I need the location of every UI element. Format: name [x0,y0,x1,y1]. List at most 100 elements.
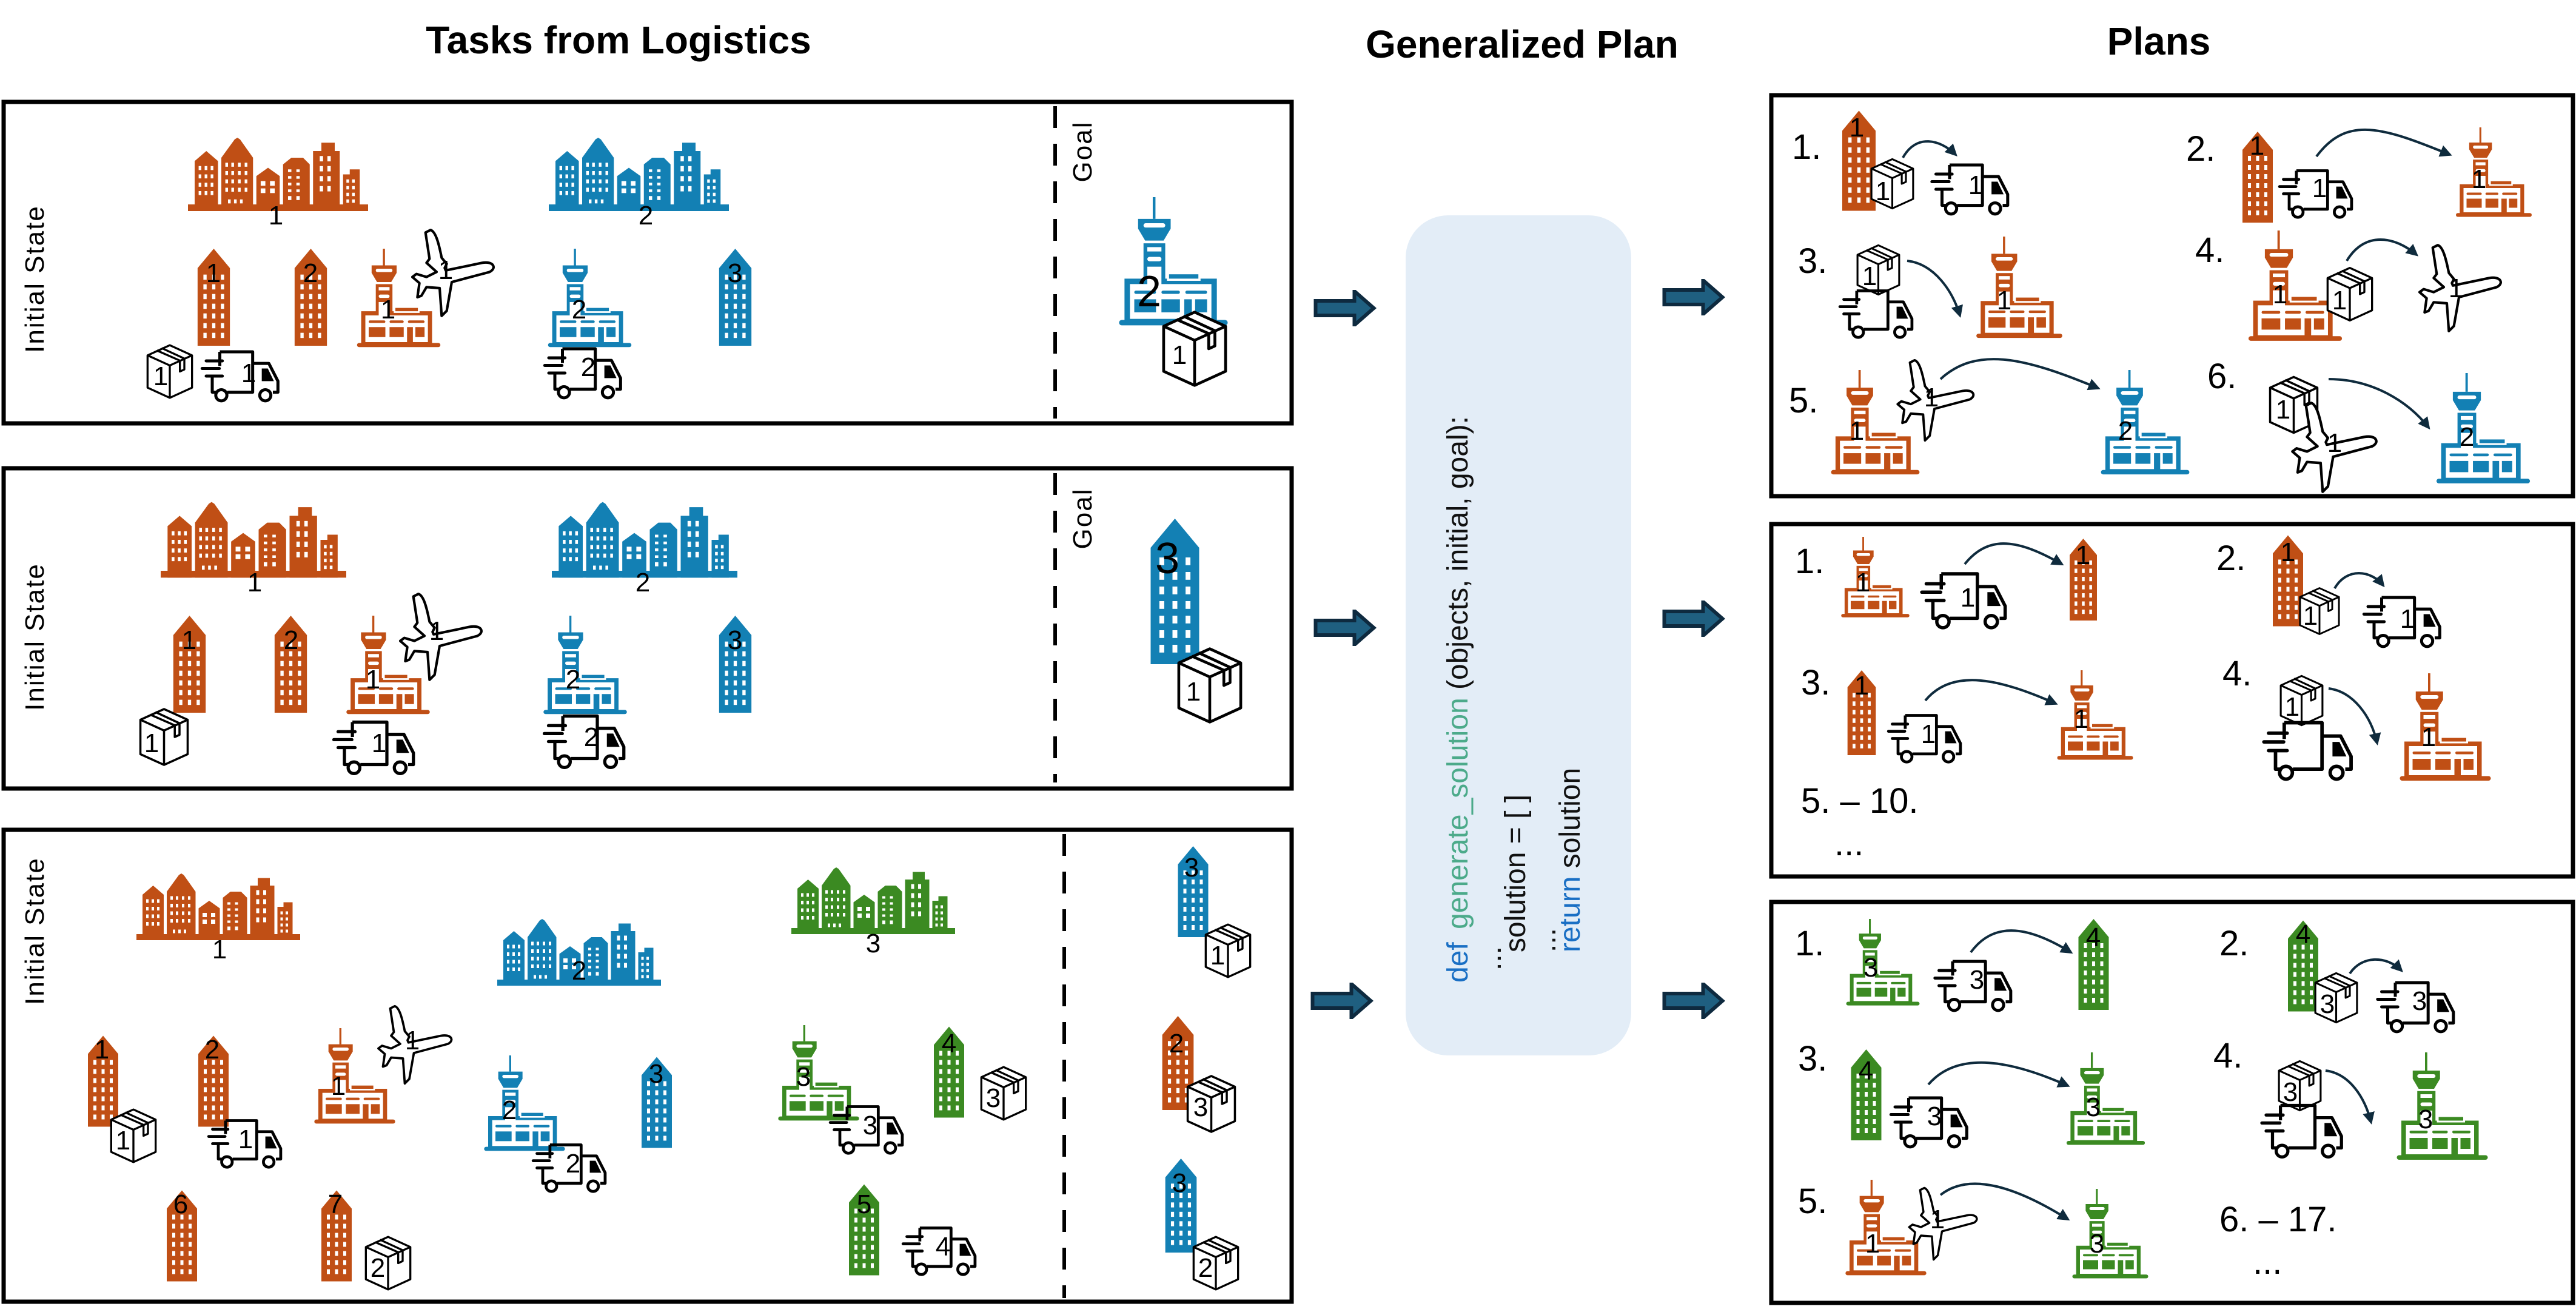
goal-package-label: 2 [1198,1253,1213,1283]
step-number: 2. [2186,129,2215,169]
airplane-label: 1 [429,616,444,646]
step-number: 3. [1801,663,1830,702]
step-number: 1. [1795,924,1824,963]
location-label: 2 [284,625,298,655]
plan-step: 1. 1 1 1 [1792,110,2008,214]
arrow-right-icon [1313,984,1371,1018]
truck-label: 3 [863,1111,877,1140]
package-label: 1 [1876,177,1890,206]
plan-panel-2: 1. 1 1 1 2. 1 1 1 3. 1 1 [1769,522,2575,879]
arrow-right-icon [1316,611,1374,645]
plan-step: 3. 1 1 1 [1801,663,2133,762]
heading-generalized-plan: Generalized Plan [1366,22,1679,66]
airport-label: 2 [566,665,580,695]
plan-step: 1. 3 3 4 [1795,919,2109,1011]
goal-package-label: 1 [1186,677,1201,707]
task-panel-2: Initial State Goal 1 2 1 2 1 1 2 3 1 1 2… [1,466,1294,791]
location-label: 5 [857,1189,871,1219]
truck-label: 1 [2312,173,2327,203]
location-label: 4 [942,1029,956,1058]
task-panel-1: Initial State Goal 1 2 1 2 1 1 2 3 1 1 2… [1,99,1294,426]
heading-tasks-from-logistics: Tasks from Logistics [426,18,811,62]
package-label: 2 [371,1253,385,1283]
airport-label: 3 [1863,953,1878,983]
goal-package-label: 3 [1193,1092,1208,1122]
plan-step: 3. 1 1 [1798,237,2062,338]
location-label: 3 [728,625,742,655]
goal-package-label: 1 [1172,340,1187,370]
city-label: 1 [269,201,283,230]
truck-label: 3 [1927,1102,1942,1131]
plan-panel-3: 1. 3 3 4 2. 4 3 3 3. 4 3 [1769,900,2575,1305]
goal-location-label: 3 [1184,853,1199,883]
action-arrow [2349,958,2403,975]
truck-label: 1 [1921,719,1936,749]
location-label: 1 [182,625,196,655]
plan-step: 4. 3 3 [2213,1036,2488,1160]
plan-step: 5. 1 1 2 [1789,358,2190,475]
airport-label: 1 [1865,1229,1880,1259]
arrow-right-icon [1665,984,1723,1018]
airport-label: 1 [381,295,395,325]
action-arrow [2346,238,2419,262]
airport-label: 1 [366,665,380,695]
action-arrow [1939,358,2101,391]
step-number: 2. [2219,924,2249,963]
code-line-3: solution = [ ] [1500,795,1532,952]
city-label: 2 [639,201,653,230]
step-number: 1. [1792,127,1821,167]
generalized-plan-code-box: def generate_solution (objects, initial,… [1406,215,1631,1055]
airport-label: 1 [1856,568,1870,597]
airplane-label: 1 [1930,1205,1945,1234]
plan-step: 6. 1 1 2 [2207,357,2531,492]
truck-label: 3 [1970,965,1984,995]
action-arrow [1970,929,2073,954]
action-arrow [1927,1061,2070,1088]
goal-label: Goal [1068,488,1098,550]
action-arrow [2333,572,2385,590]
action-arrow [2328,687,2381,745]
truck-label: 1 [2400,604,2415,634]
ellipsis: ... [1834,824,1863,863]
airport-label: 1 [2421,722,2436,752]
step-number: 3. [1798,1039,1827,1078]
action-arrow [1964,542,2064,565]
location-label: 2 [205,1035,220,1065]
initial-state-label: Initial State [20,563,50,711]
package-label: 3 [2320,989,2335,1019]
location-label: 4 [2296,920,2310,949]
heading-plans: Plans [2107,19,2211,63]
location-label: 4 [2086,923,2101,952]
airport-label: 3 [2086,1092,2101,1122]
airport-label: 1 [331,1071,346,1101]
step-number: 5. [1789,381,1818,420]
code-keyword-return: return [1554,876,1586,952]
plan-step: 5. 1 1 3 [1798,1180,2148,1279]
action-arrow [1902,140,1957,158]
airplane-label: 1 [1924,383,1939,412]
step-number: 6. [2207,357,2236,396]
location-label: 1 [1854,671,1869,701]
code-line-1: def generate_solution (objects, initial,… [1442,416,1474,983]
airport-label: 3 [796,1062,811,1092]
city-label: 2 [636,568,650,597]
plan-step: 3. 4 3 3 [1798,1039,2145,1147]
code-line-5: return solution [1554,768,1586,952]
remaining-steps-label: 6. – 17. [2219,1200,2336,1239]
airport-label: 2 [572,295,586,325]
action-arrow [2315,128,2452,158]
airport-label: 1 [2472,164,2486,194]
package-label: 1 [2303,601,2318,631]
airplane-label: 1 [438,255,453,285]
remaining-steps-label: 5. – 10. [1801,781,1918,821]
truck-label: 1 [1968,170,1983,200]
airport-label: 1 [2273,280,2287,309]
plan-step: 2. 1 1 1 [2216,535,2440,647]
location-label: 4 [1859,1056,1873,1086]
plan-panel-1: 1. 1 1 1 2. 1 1 1 3. 1 1 [1769,93,2575,499]
truck-label: 1 [238,1125,253,1154]
plan-step: 2. 1 1 1 [2186,127,2532,223]
arrow-right-icon [1665,602,1723,636]
location-label: 1 [95,1035,109,1065]
